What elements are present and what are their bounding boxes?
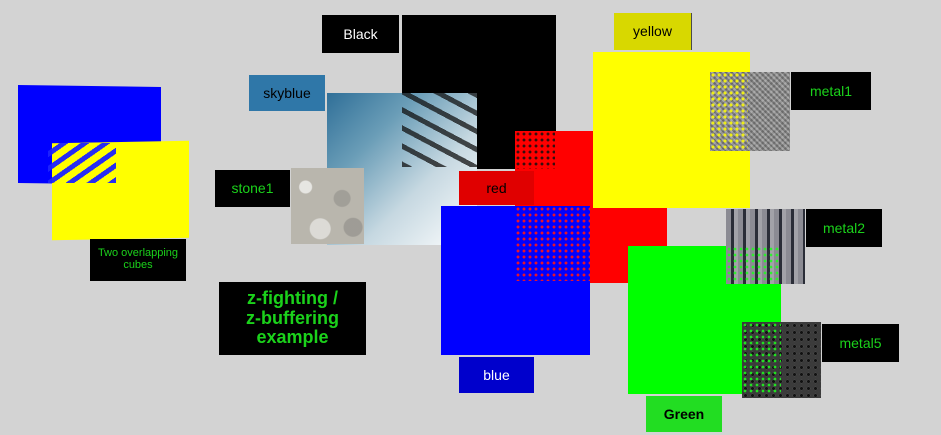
green-label-text: Green: [663, 405, 705, 422]
skyblue-label-text: skyblue: [263, 84, 311, 101]
stone1-label-text: stone1: [231, 180, 274, 197]
z-fighting-label-text: z-fighting / z-buffering example: [246, 287, 339, 348]
green-label[interactable]: Green: [646, 396, 722, 432]
two-overlapping-cubes-label-text: Two overlapping cubes: [97, 247, 179, 271]
black-overlap-stripes: [402, 93, 477, 167]
metal1-yellow-zfight: [710, 72, 748, 150]
red-label[interactable]: red: [459, 171, 534, 205]
metal5-label-text: metal5: [839, 334, 882, 351]
stone1-label[interactable]: stone1: [215, 170, 290, 207]
metal5-green-zfight: [742, 322, 781, 393]
red-label-text: red: [486, 179, 507, 196]
blue-red-zfight: [515, 206, 590, 281]
overlap-zfight-stripes: [48, 143, 116, 183]
blue-label-text: blue: [483, 366, 510, 383]
yellow-label[interactable]: yellow: [614, 13, 692, 50]
metal1-label-text: metal1: [809, 82, 853, 99]
two-overlapping-cubes-label[interactable]: Two overlapping cubes: [90, 239, 186, 281]
z-fighting-label[interactable]: z-fighting / z-buffering example: [219, 282, 366, 355]
red-black-zfight: [515, 131, 555, 169]
metal5-label[interactable]: metal5: [822, 324, 899, 362]
metal2-label[interactable]: metal2: [806, 209, 882, 247]
skyblue-label[interactable]: skyblue: [249, 75, 325, 111]
stone1-texture: [291, 168, 364, 244]
metal2-label-text: metal2: [822, 219, 866, 236]
metal1-label[interactable]: metal1: [791, 72, 871, 110]
black-label-text: Black: [343, 25, 378, 42]
yellow-label-text: yellow: [633, 23, 672, 40]
metal2-green-zfight: [726, 246, 781, 283]
blue-label[interactable]: blue: [459, 357, 534, 393]
black-label[interactable]: Black: [322, 15, 399, 53]
